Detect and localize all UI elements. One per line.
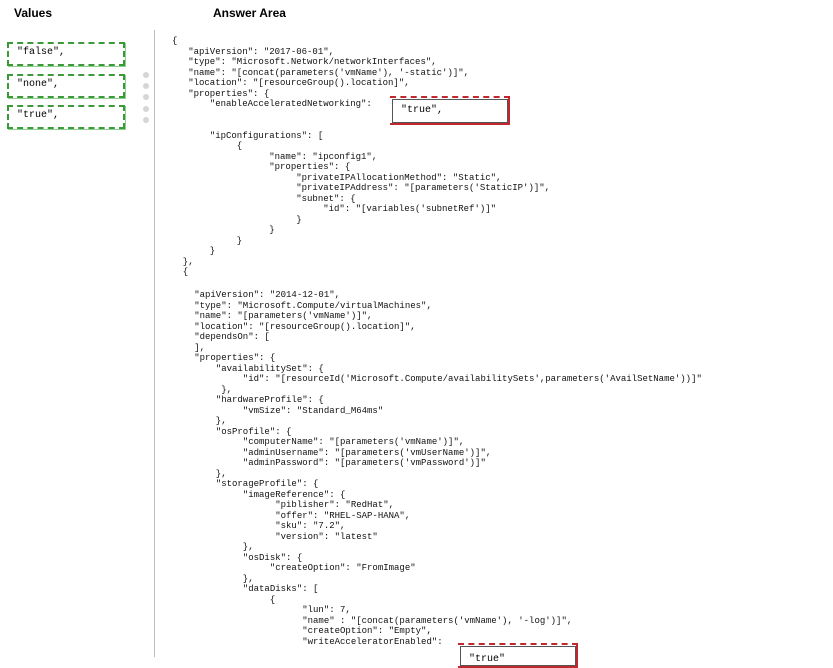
code-line: { (172, 36, 178, 46)
code-block-network-interface: { "apiVersion": "2017-06-01", "type": "M… (172, 36, 550, 278)
code-line: } (172, 214, 302, 225)
code-line: "name": "[parameters('vmName')]", (178, 311, 373, 321)
code-line: }, (172, 256, 194, 267)
code-line: }, (178, 384, 233, 395)
code-line: "dataDisks": [ (178, 584, 319, 594)
code-line: { (172, 141, 243, 151)
drag-handle-dot (143, 83, 149, 89)
value-option-false[interactable]: "false", (7, 42, 125, 66)
code-line: "name": "[concat(parameters('vmName'), '… (172, 67, 470, 78)
code-line: } (172, 246, 216, 256)
values-header: Values (14, 6, 53, 20)
code-line: "imageReference": { (178, 489, 346, 500)
code-line: "vmSize": "Standard_M64ms" (178, 405, 384, 416)
code-line: "properties": { (172, 162, 351, 172)
code-line: "offer": "RHEL-SAP-HANA", (178, 510, 411, 521)
code-line: "location": "[resourceGroup().location]"… (172, 78, 410, 88)
code-line: "privateIPAddress": "[parameters('Static… (172, 183, 551, 193)
drag-handle-dot (143, 117, 149, 123)
value-option-true[interactable]: "true", (7, 105, 125, 129)
code-line: "type": "Microsoft.Network/networkInterf… (172, 57, 437, 67)
code-line: "name" : "[concat(parameters('vmName'), … (178, 615, 573, 626)
code-line: "ipConfigurations": [ (172, 130, 324, 141)
code-line: "dependsOn": [ (178, 332, 270, 342)
code-line: "availabilitySet": { (178, 363, 324, 374)
value-option-none[interactable]: "none", (7, 74, 125, 98)
code-line: "writeAcceleratorEnabled": (178, 636, 443, 647)
answer-slot-write-accelerator[interactable]: "true" (458, 643, 578, 668)
code-line: "apiVersion": "2014-12-01", (178, 290, 341, 300)
code-line: ], (178, 342, 206, 353)
code-line: } (172, 225, 275, 235)
code-block-virtual-machine: "apiVersion": "2014-12-01", "type": "Mic… (178, 290, 702, 647)
code-line: { (172, 267, 189, 277)
code-line: }, (178, 468, 227, 479)
code-line: "location": "[resourceGroup().location]"… (178, 321, 416, 332)
drag-handle-dot (143, 106, 149, 112)
code-line: "id": "[variables('subnetRef')]" (172, 204, 497, 214)
code-line: "adminUsername": "[parameters('vmUserNam… (178, 447, 492, 458)
answer-slot-value: "true" (469, 654, 506, 665)
code-line: "storageProfile": { (178, 479, 319, 489)
code-line: "computerName": "[parameters('vmName')]"… (178, 437, 465, 447)
code-line: "hardwareProfile": { (178, 395, 324, 405)
drag-handle-dot (143, 72, 149, 78)
code-line: { (178, 594, 276, 605)
code-line: "type": "Microsoft.Compute/virtualMachin… (178, 300, 432, 311)
code-line: "piblisher": "RedHat", (178, 500, 395, 510)
code-line: "osProfile": { (178, 426, 292, 437)
code-line: "properties": { (178, 353, 276, 363)
code-line: "createOption": "Empty", (178, 626, 432, 636)
code-line: "properties": { (172, 88, 270, 99)
answer-slot-accelerated-networking[interactable]: "true", (390, 96, 510, 125)
code-line: }, (178, 542, 254, 552)
code-line: }, (178, 416, 227, 426)
code-line: "createOption": "FromImage" (178, 563, 416, 573)
code-line: "id": "[resourceId('Microsoft.Compute/av… (178, 374, 702, 384)
code-line: "subnet": { (172, 193, 356, 204)
code-line: "sku": "7.2", (178, 521, 346, 531)
code-line: "osDisk": { (178, 552, 303, 563)
panel-divider (154, 30, 155, 657)
code-line: "name": "ipconfig1", (172, 151, 378, 162)
code-line: "lun": 7, (178, 605, 351, 615)
answer-slot-value: "true", (401, 105, 444, 116)
code-line: } (172, 235, 243, 246)
code-line: }, (178, 573, 254, 584)
code-line: "privateIPAllocationMethod": "Static", (172, 172, 502, 183)
code-line: "version": "latest" (178, 531, 378, 542)
code-line: "adminPassword": "[parameters('vmPasswor… (178, 458, 486, 468)
code-line: "enableAcceleratedNetworking": (172, 99, 372, 109)
code-line: "apiVersion": "2017-06-01", (172, 46, 335, 57)
drag-handle-dot (143, 94, 149, 100)
answer-area-header: Answer Area (213, 6, 286, 20)
